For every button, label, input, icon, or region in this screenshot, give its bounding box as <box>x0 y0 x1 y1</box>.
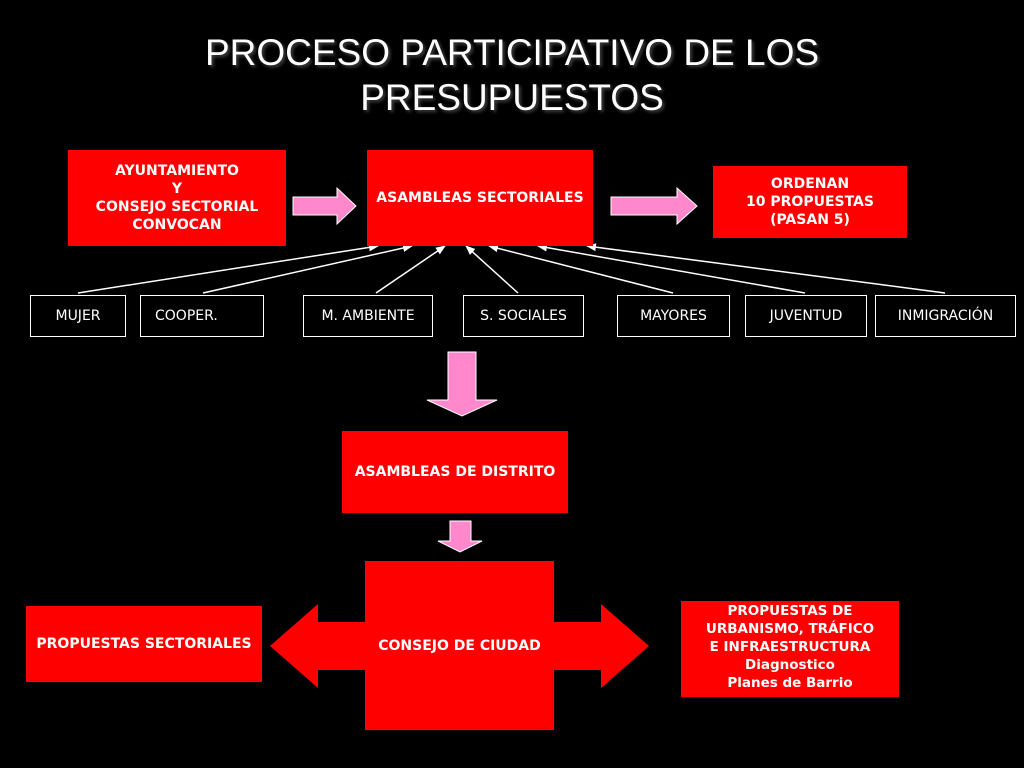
sector-label: S. SOCIALES <box>480 308 567 324</box>
convocan-line-3: CONSEJO SECTORIAL <box>95 199 259 215</box>
asambleas-distrito-label: ASAMBLEAS DE DISTRITO <box>354 464 556 480</box>
sector-label: MAYORES <box>640 308 707 324</box>
convocan-line-4: CONVOCAN <box>132 217 222 233</box>
sector-mujer: MUJER <box>30 295 126 337</box>
ordenan-line-3: (PASAN 5) <box>770 212 850 228</box>
urbanismo-line-1: PROPUESTAS DE <box>727 603 853 619</box>
convocan-line-2: Y <box>171 181 183 197</box>
title-line-1: PROCESO PARTICIPATIVO DE LOS <box>204 32 820 73</box>
connector-mujer <box>77 243 379 294</box>
urbanismo-line-4: Diagnostico <box>745 657 835 673</box>
sector-mayores: MAYORES <box>617 295 730 337</box>
sector-label: INMIGRACIÓN <box>897 308 994 324</box>
urbanismo-line-2: URBANISMO, TRÁFICO <box>705 621 875 637</box>
ordenan-line-2: 10 PROPUESTAS <box>746 194 874 210</box>
sector-inmigracion: INMIGRACIÓN <box>875 295 1016 337</box>
connector-inmigracion <box>586 243 946 294</box>
block-arrow-down-1 <box>426 351 498 417</box>
block-arrow-down-2 <box>437 520 483 553</box>
convocan-line-1: AYUNTAMIENTO <box>115 163 239 179</box>
propuestas-sectoriales-label: PROPUESTAS SECTORIALES <box>36 636 252 652</box>
urbanismo-line-3: E INFRAESTRUCTURA <box>709 639 871 655</box>
connector-ambiente <box>375 245 446 294</box>
urbanismo-line-5: Planes de Barrio <box>727 675 853 691</box>
block-arrow-right-1 <box>292 186 357 226</box>
consejo-ciudad-label: CONSEJO DE CIUDAD <box>378 637 541 654</box>
propuestas-sectoriales-box: PROPUESTAS SECTORIALES <box>26 606 262 682</box>
sector-label: JUVENTUD <box>769 308 843 324</box>
asambleas-sectoriales-box: ASAMBLEAS SECTORIALES <box>367 150 593 246</box>
asambleas-sectoriales-label: ASAMBLEAS SECTORIALES <box>376 190 584 206</box>
sector-label: M. AMBIENTE <box>321 308 415 324</box>
block-arrow-right-2 <box>610 186 698 226</box>
sector-s-sociales: S. SOCIALES <box>463 295 584 337</box>
convocan-box: AYUNTAMIENTO Y CONSEJO SECTORIAL CONVOCA… <box>68 150 286 246</box>
connector-cooper <box>202 244 413 294</box>
sector-juventud: JUVENTUD <box>745 295 867 337</box>
title-line-2: PRESUPUESTOS <box>360 77 664 118</box>
sector-m-ambiente: M. AMBIENTE <box>303 295 433 337</box>
sector-label: COOPER. <box>155 308 218 324</box>
slide-title: PROCESO PARTICIPATIVO DE LOS PRESUPUESTO… <box>0 30 1024 120</box>
propuestas-urbanismo-box: PROPUESTAS DE URBANISMO, TRÁFICO E INFRA… <box>681 601 899 697</box>
connector-juventud <box>537 243 806 294</box>
connector-mayores <box>488 244 674 294</box>
ordenan-box: ORDENAN 10 PROPUESTAS (PASAN 5) <box>713 166 907 238</box>
asambleas-distrito-box: ASAMBLEAS DE DISTRITO <box>342 431 568 513</box>
consejo-ciudad-box: CONSEJO DE CIUDAD <box>365 561 554 730</box>
sector-connectors <box>77 243 946 294</box>
connector-sociales <box>465 245 519 294</box>
ordenan-line-1: ORDENAN <box>770 176 850 192</box>
sector-label: MUJER <box>55 308 101 324</box>
sector-cooper: COOPER. <box>140 295 264 337</box>
